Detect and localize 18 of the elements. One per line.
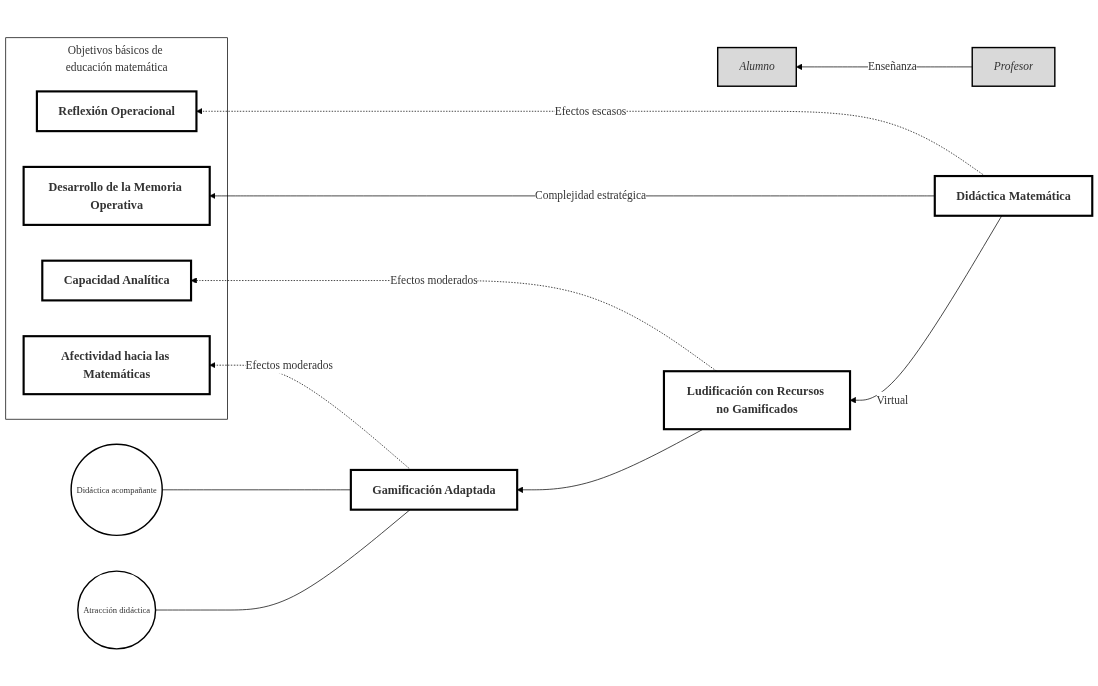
edge-label: Complejidad estratégica (535, 189, 647, 202)
node-box: Profesor (971, 46, 1056, 87)
node-box: Desarrollo de la Memoria Operativa (22, 165, 211, 226)
edge-label: Efectos moderados (245, 358, 333, 371)
node-box: Alumno (717, 46, 797, 87)
node-box: Reflexión Operacional (35, 90, 198, 132)
node-circle: Didáctica acompañante (70, 443, 163, 536)
edge-label: Efectos escasos (554, 104, 627, 117)
edge-label: Efectos moderados (390, 273, 478, 286)
node-box: Afectividad hacia las Matemáticas (22, 334, 211, 395)
connector (155, 509, 411, 611)
node-box: Capacidad Analítica (41, 259, 193, 302)
edge-label: Virtual (876, 393, 909, 406)
edge-label: Enseñanza (867, 60, 917, 73)
node-box: Ludificación con Recursos no Gamificados (662, 369, 852, 430)
node-box: Gamificación Adaptada (349, 468, 519, 511)
node-box: Didáctica Matemática (933, 174, 1094, 217)
node-circle: Atracción didáctica (77, 570, 157, 650)
